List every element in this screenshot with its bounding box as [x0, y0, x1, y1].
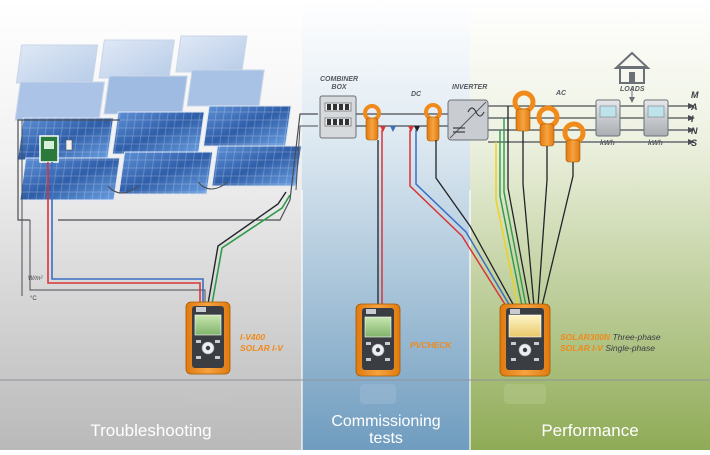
- solar-array: [14, 35, 303, 201]
- solar-instrument-labels: SOLAR300N Three-phase SOLAR I-V Single-p…: [560, 332, 661, 354]
- combiner-box-label: COMBINER BOX: [320, 76, 358, 92]
- commissioning-title-line2: tests: [369, 430, 403, 447]
- ac-clamp-3: [562, 121, 586, 163]
- kwh-meter-2: [643, 99, 669, 137]
- kwh-label-1: kWh: [600, 140, 615, 147]
- performance-title: Performance: [541, 421, 639, 440]
- ac-label: AC: [556, 90, 567, 97]
- house-icon: [613, 51, 651, 103]
- mains-letter-n: N: [691, 126, 698, 136]
- i-v400-label: I-V400 SOLAR I-V: [240, 332, 283, 354]
- mains-letter-a: A: [691, 102, 698, 112]
- i-v400-line2: SOLAR I-V: [240, 343, 283, 353]
- mains-letter-i: I: [691, 114, 694, 124]
- inverter-label: INVERTER: [452, 84, 488, 91]
- loads-label: LOADS: [620, 86, 645, 93]
- irradiance-sensor: [39, 135, 73, 163]
- pvcheck-label: PVCHECK: [410, 340, 452, 350]
- combiner-box: [319, 95, 357, 139]
- inverter: [447, 99, 489, 141]
- dc-label: DC: [411, 91, 422, 98]
- kwh-meter-1: [595, 99, 621, 137]
- combiner-label-line2: BOX: [331, 84, 347, 91]
- combiner-label-line1: COMBINER: [320, 76, 359, 83]
- solar300n-model: SOLAR300N: [560, 332, 611, 342]
- dc-clamp-right: [424, 103, 442, 142]
- solar300n-instrument: [499, 303, 551, 404]
- i-v400-instrument: [185, 301, 231, 404]
- commissioning-title: Commissioning tests: [302, 413, 470, 447]
- solar-iv-desc: Single-phase: [605, 343, 655, 353]
- ac-clamp-1: [512, 90, 536, 132]
- troubleshooting-title: Troubleshooting: [90, 421, 212, 440]
- solar-iv-model: SOLAR I-V: [560, 343, 603, 353]
- temperature-label: °C: [30, 296, 37, 302]
- mains-letter-s: S: [691, 138, 698, 148]
- commissioning-panel: [302, 0, 470, 450]
- i-v400-line1: I-V400: [240, 332, 266, 342]
- commissioning-title-line1: Commissioning: [331, 413, 441, 430]
- pvcheck-instrument: [355, 303, 401, 404]
- solar300n-desc: Three-phase: [612, 332, 661, 342]
- ac-clamp-2: [536, 105, 560, 147]
- kwh-label-2: kWh: [648, 140, 663, 147]
- mains-letter-m: M: [691, 90, 699, 100]
- irradiance-label: W/m²: [28, 276, 43, 282]
- dc-clamp-left: [363, 104, 381, 141]
